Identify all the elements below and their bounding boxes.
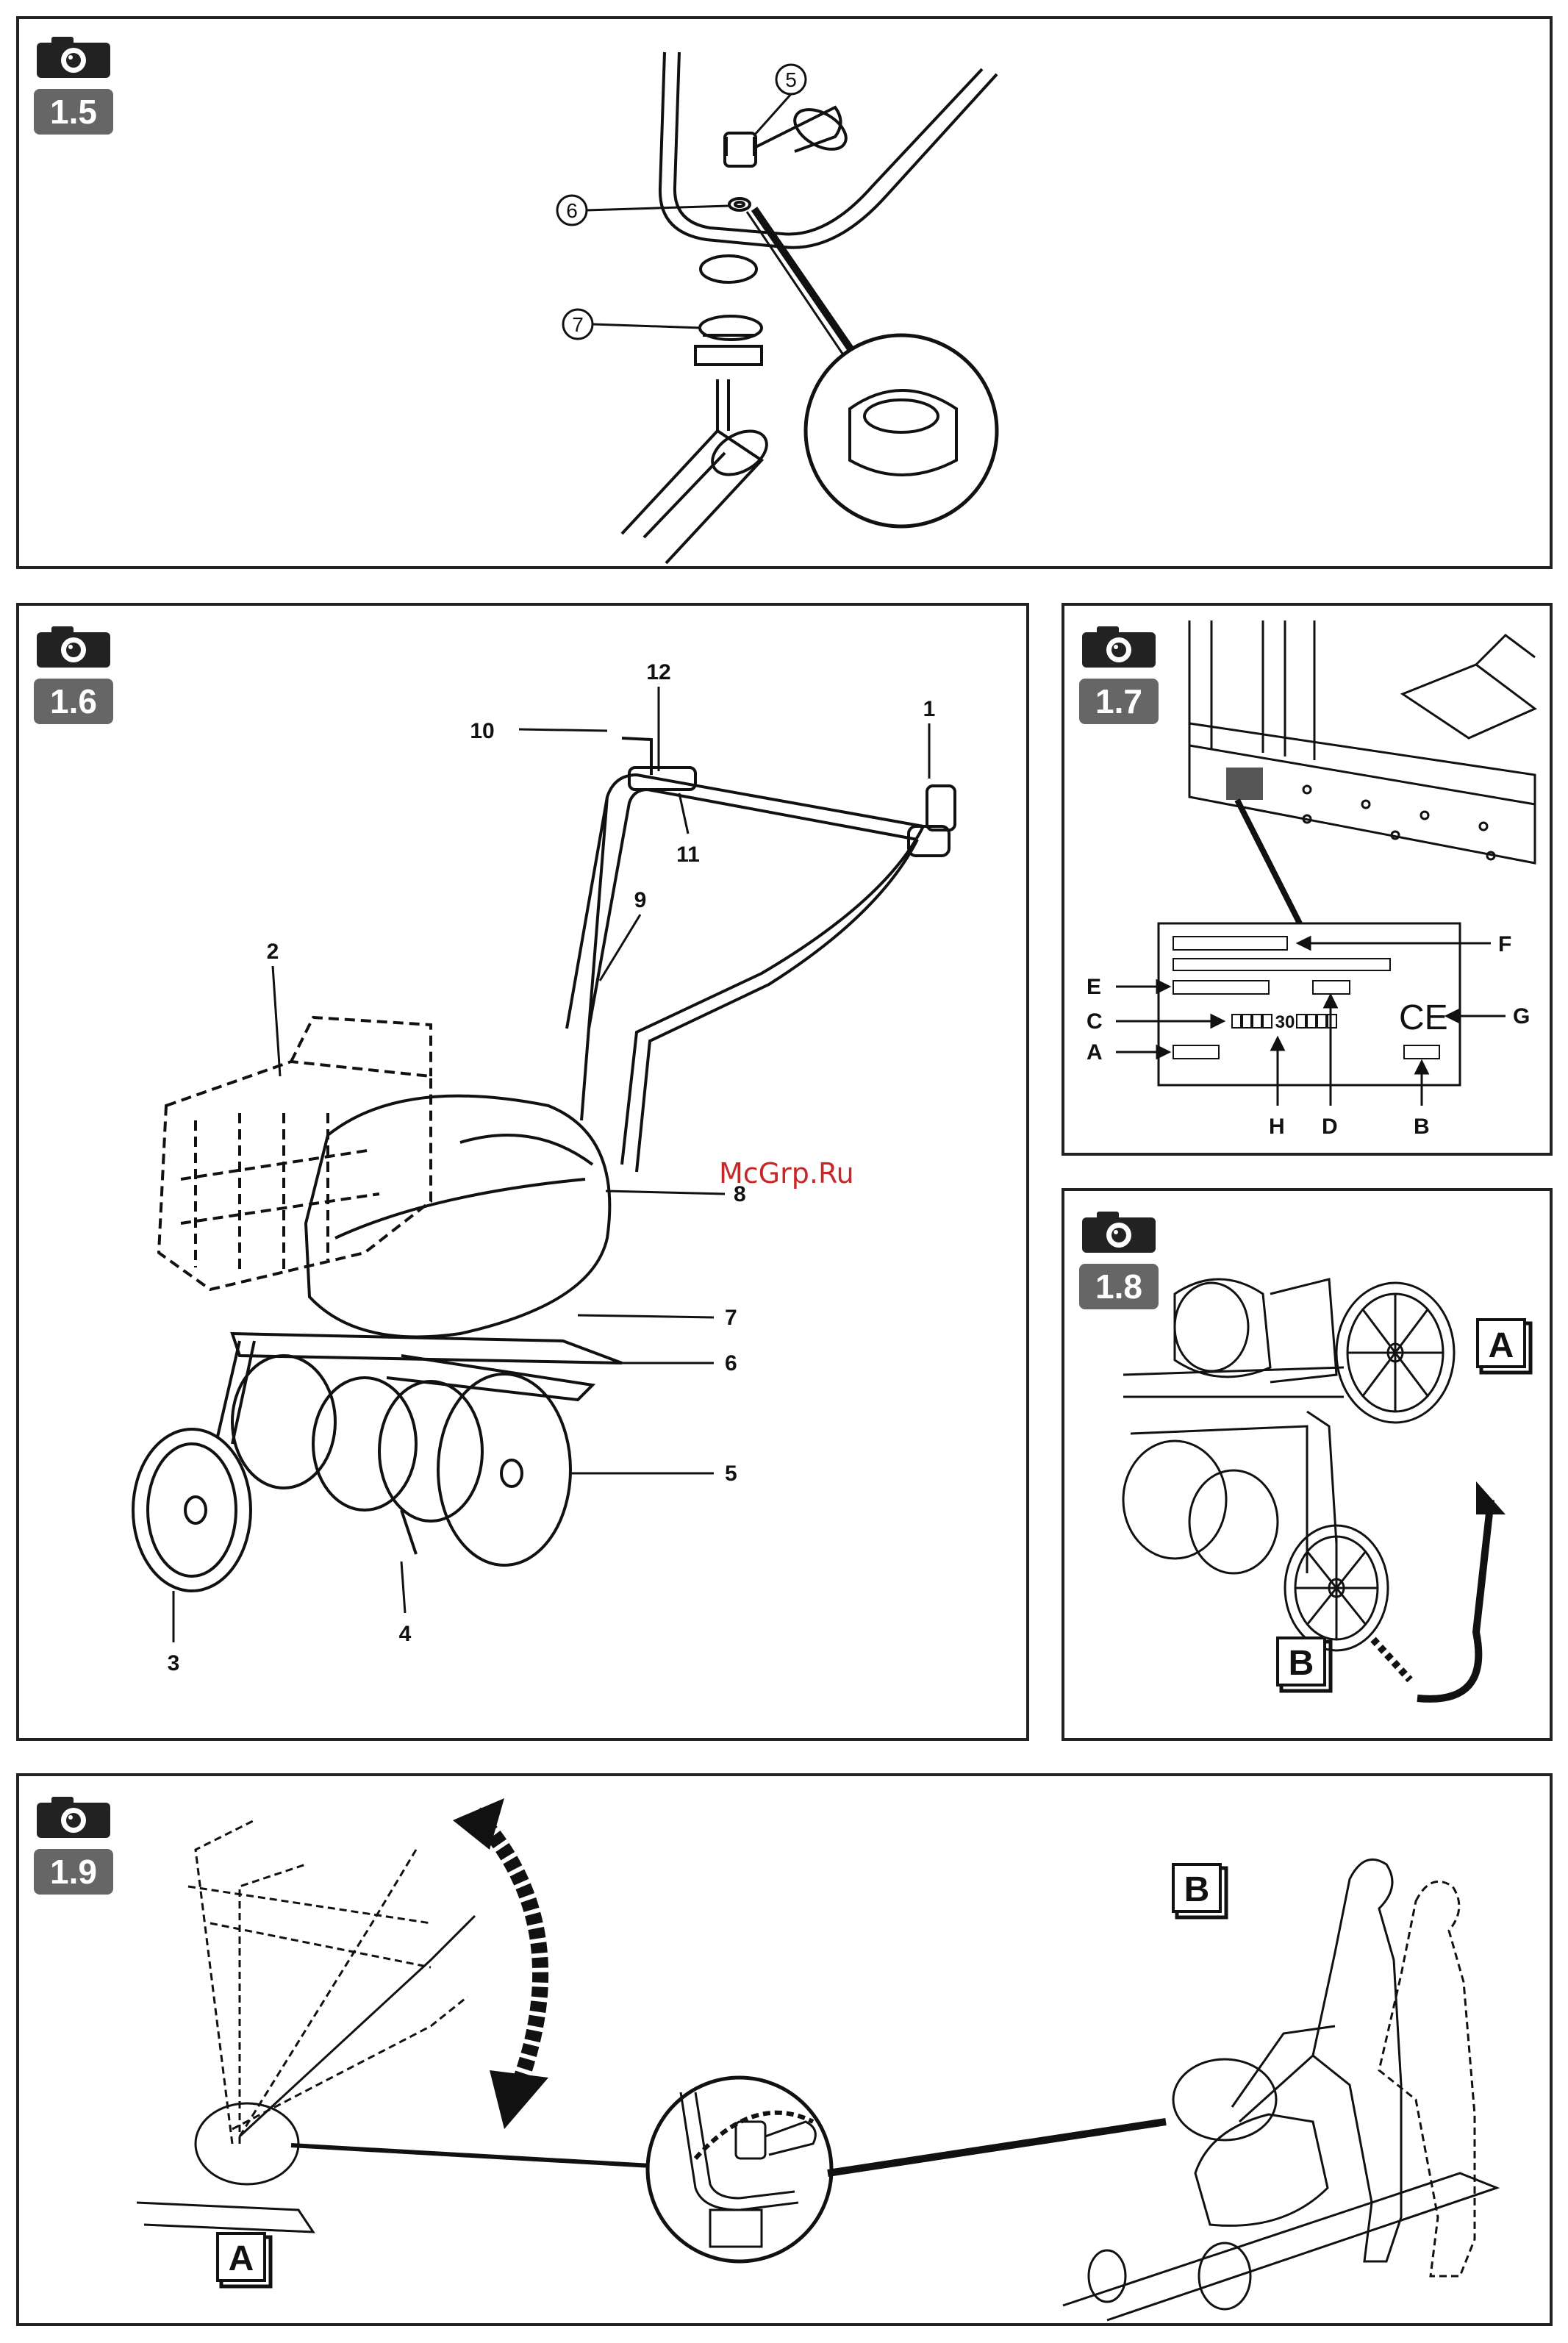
figure-panel-1-9: 1.9: [16, 1773, 1553, 2326]
plate-letter-d: D: [1322, 1115, 1338, 1139]
svg-text:B: B: [1184, 1870, 1210, 1909]
tiller-overview-drawing: 1 2 3 4 5 6 7 8 9 10 11 12: [19, 606, 1026, 1738]
svg-text:5: 5: [785, 68, 797, 91]
plate-letter-b: B: [1414, 1115, 1430, 1139]
callout-6: 6: [725, 1351, 737, 1376]
callout-11: 11: [676, 843, 700, 867]
plate-letter-c: C: [1086, 1009, 1103, 1034]
callout-3: 3: [168, 1651, 180, 1675]
figure-panel-1-6: 1.6: [16, 603, 1029, 1741]
ce-mark: CE: [1399, 998, 1448, 1037]
rating-plate-drawing: 30 CE F E G C A H D B: [1064, 606, 1550, 1153]
callout-9: 9: [634, 888, 647, 912]
figure-panel-1-5: 1.5: [16, 16, 1553, 569]
svg-text:7: 7: [572, 313, 584, 336]
box-label-b: B: [1278, 1638, 1331, 1691]
callout-6: 6: [557, 196, 728, 225]
plate-letter-h: H: [1269, 1115, 1285, 1139]
callout-2: 2: [267, 940, 279, 964]
svg-text:B: B: [1289, 1644, 1314, 1683]
svg-text:A: A: [229, 2239, 254, 2278]
callout-4: 4: [399, 1622, 412, 1646]
box-label-a: A: [218, 2233, 271, 2286]
handlebar-clamp-drawing: 5 6 7: [19, 19, 1550, 566]
plate-letter-g: G: [1513, 1004, 1530, 1029]
callout-7: 7: [563, 310, 701, 339]
plate-value: 30: [1275, 1012, 1295, 1032]
callout-12: 12: [646, 660, 670, 684]
callout-1: 1: [923, 697, 936, 721]
callout-10: 10: [470, 719, 494, 743]
watermark-text: McGrp.Ru: [719, 1157, 854, 1190]
callout-7: 7: [725, 1306, 737, 1330]
box-label-b: B: [1173, 1864, 1226, 1917]
plate-letter-f: F: [1498, 932, 1511, 956]
svg-text:6: 6: [566, 199, 578, 222]
callout-5: 5: [725, 1462, 737, 1486]
box-label-a: A: [1478, 1320, 1531, 1373]
plate-letter-e: E: [1086, 975, 1101, 999]
figure-panel-1-8: 1.8: [1062, 1188, 1553, 1741]
figure-panel-1-7: 1.7 30: [1062, 603, 1553, 1156]
handlebar-adjust-drawing: A B: [19, 1776, 1550, 2323]
plate-letter-a: A: [1086, 1040, 1103, 1065]
transport-wheel-drawing: A B: [1064, 1191, 1550, 1738]
svg-text:A: A: [1489, 1326, 1514, 1365]
